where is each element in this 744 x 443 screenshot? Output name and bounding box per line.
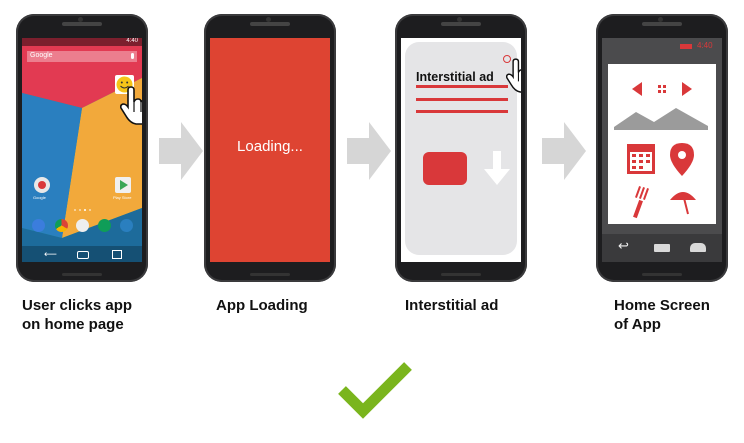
app-home-screen: 4:40	[602, 38, 722, 262]
google-app-icon[interactable]	[34, 177, 50, 193]
app-content-graphics	[614, 82, 708, 219]
flow-arrow-3	[542, 122, 586, 180]
app-content-panel	[608, 64, 716, 224]
front-camera	[457, 17, 462, 22]
ad-text-line-2	[416, 98, 508, 101]
umbrella-icon	[670, 192, 696, 215]
phone-app-home: 4:40	[596, 14, 728, 282]
loading-screen: Loading...	[210, 38, 330, 262]
front-camera	[658, 17, 663, 22]
calendar-dock-icon[interactable]	[32, 219, 45, 232]
flow-arrow-2	[347, 122, 391, 180]
map-pin-icon	[670, 143, 694, 176]
caption-line: Interstitial ad	[405, 297, 499, 314]
phone-bottom-speaker	[441, 273, 481, 276]
chrome-dock-icon[interactable]	[55, 219, 68, 232]
google-search-bar[interactable]: Google	[27, 51, 137, 62]
checkmark-icon	[338, 362, 412, 419]
caption-app-loading: App Loading	[216, 296, 308, 315]
status-time: 4:40	[697, 41, 713, 50]
phone-bottom-speaker	[62, 273, 102, 276]
caption-line: on home page	[22, 316, 124, 333]
ad-image-block	[423, 152, 467, 185]
recents-nav-icon[interactable]	[654, 244, 670, 252]
hand-pointer-icon	[506, 58, 521, 93]
navigation-bar: ⟵	[22, 246, 142, 262]
page-indicator	[74, 209, 92, 211]
app-dock	[22, 216, 142, 236]
phone-bottom-speaker	[642, 273, 682, 276]
phone-bottom-speaker	[250, 273, 290, 276]
play-store-icon[interactable]	[115, 177, 131, 193]
fork-icon	[633, 186, 649, 219]
google-search-label: Google	[30, 52, 53, 59]
back-nav-icon[interactable]: ⟵	[44, 249, 57, 259]
play-store-label: Play Store	[113, 195, 132, 200]
phone-speaker	[62, 22, 102, 26]
recents-nav-icon[interactable]	[112, 250, 122, 259]
ad-text-line-1	[416, 85, 508, 88]
close-ad-icon[interactable]	[503, 55, 511, 63]
navigation-bar: ↩	[602, 234, 722, 262]
phone-interstitial-ad: Interstitial ad	[395, 14, 527, 282]
interstitial-ad-card: Interstitial ad	[405, 42, 517, 255]
google-icon-label: Google	[33, 195, 46, 200]
next-arrow-icon	[682, 82, 692, 96]
back-nav-icon[interactable]: ↩	[618, 238, 629, 253]
caption-line: Home Screen	[614, 297, 710, 314]
phone-speaker	[441, 22, 481, 26]
ad-text-line-3	[416, 110, 508, 113]
mic-icon[interactable]	[131, 53, 134, 59]
home-nav-icon[interactable]	[690, 243, 706, 252]
calendar-icon	[627, 144, 655, 174]
front-camera	[78, 17, 83, 22]
grid-dots-icon	[658, 85, 666, 93]
home-nav-icon[interactable]	[77, 251, 89, 259]
phone-dock-icon[interactable]	[120, 219, 133, 232]
caption-user-clicks-app: User clicks app on home page	[22, 296, 132, 334]
caption-interstitial-ad: Interstitial ad	[405, 296, 498, 315]
phone-app-loading: Loading...	[204, 14, 336, 282]
caption-line: User clicks app	[22, 297, 133, 314]
prev-arrow-icon	[632, 82, 642, 96]
home-screen-display: 4:40 Google Google Play Store	[22, 38, 142, 262]
status-bar: 4:40	[602, 38, 722, 56]
caption-line: App Loading	[216, 297, 308, 314]
hand-pointer-icon	[120, 86, 142, 125]
apps-drawer-icon[interactable]	[76, 219, 89, 232]
phone-speaker	[642, 22, 682, 26]
interstitial-screen: Interstitial ad	[401, 38, 521, 262]
front-camera	[266, 17, 271, 22]
hangouts-dock-icon[interactable]	[98, 219, 111, 232]
flow-arrow-1	[159, 122, 203, 180]
caption-line: of App	[614, 316, 661, 333]
landscape-image	[614, 108, 708, 130]
ad-title: Interstitial ad	[416, 70, 494, 84]
phone-home-screen: 4:40 Google Google Play Store	[16, 14, 148, 282]
status-time: 4:40	[126, 38, 138, 44]
download-arrow-icon	[484, 151, 510, 185]
loading-text: Loading...	[237, 138, 303, 155]
phone-speaker	[250, 22, 290, 26]
caption-home-screen: Home Screen of App	[614, 296, 710, 334]
signal-icon	[680, 44, 692, 49]
